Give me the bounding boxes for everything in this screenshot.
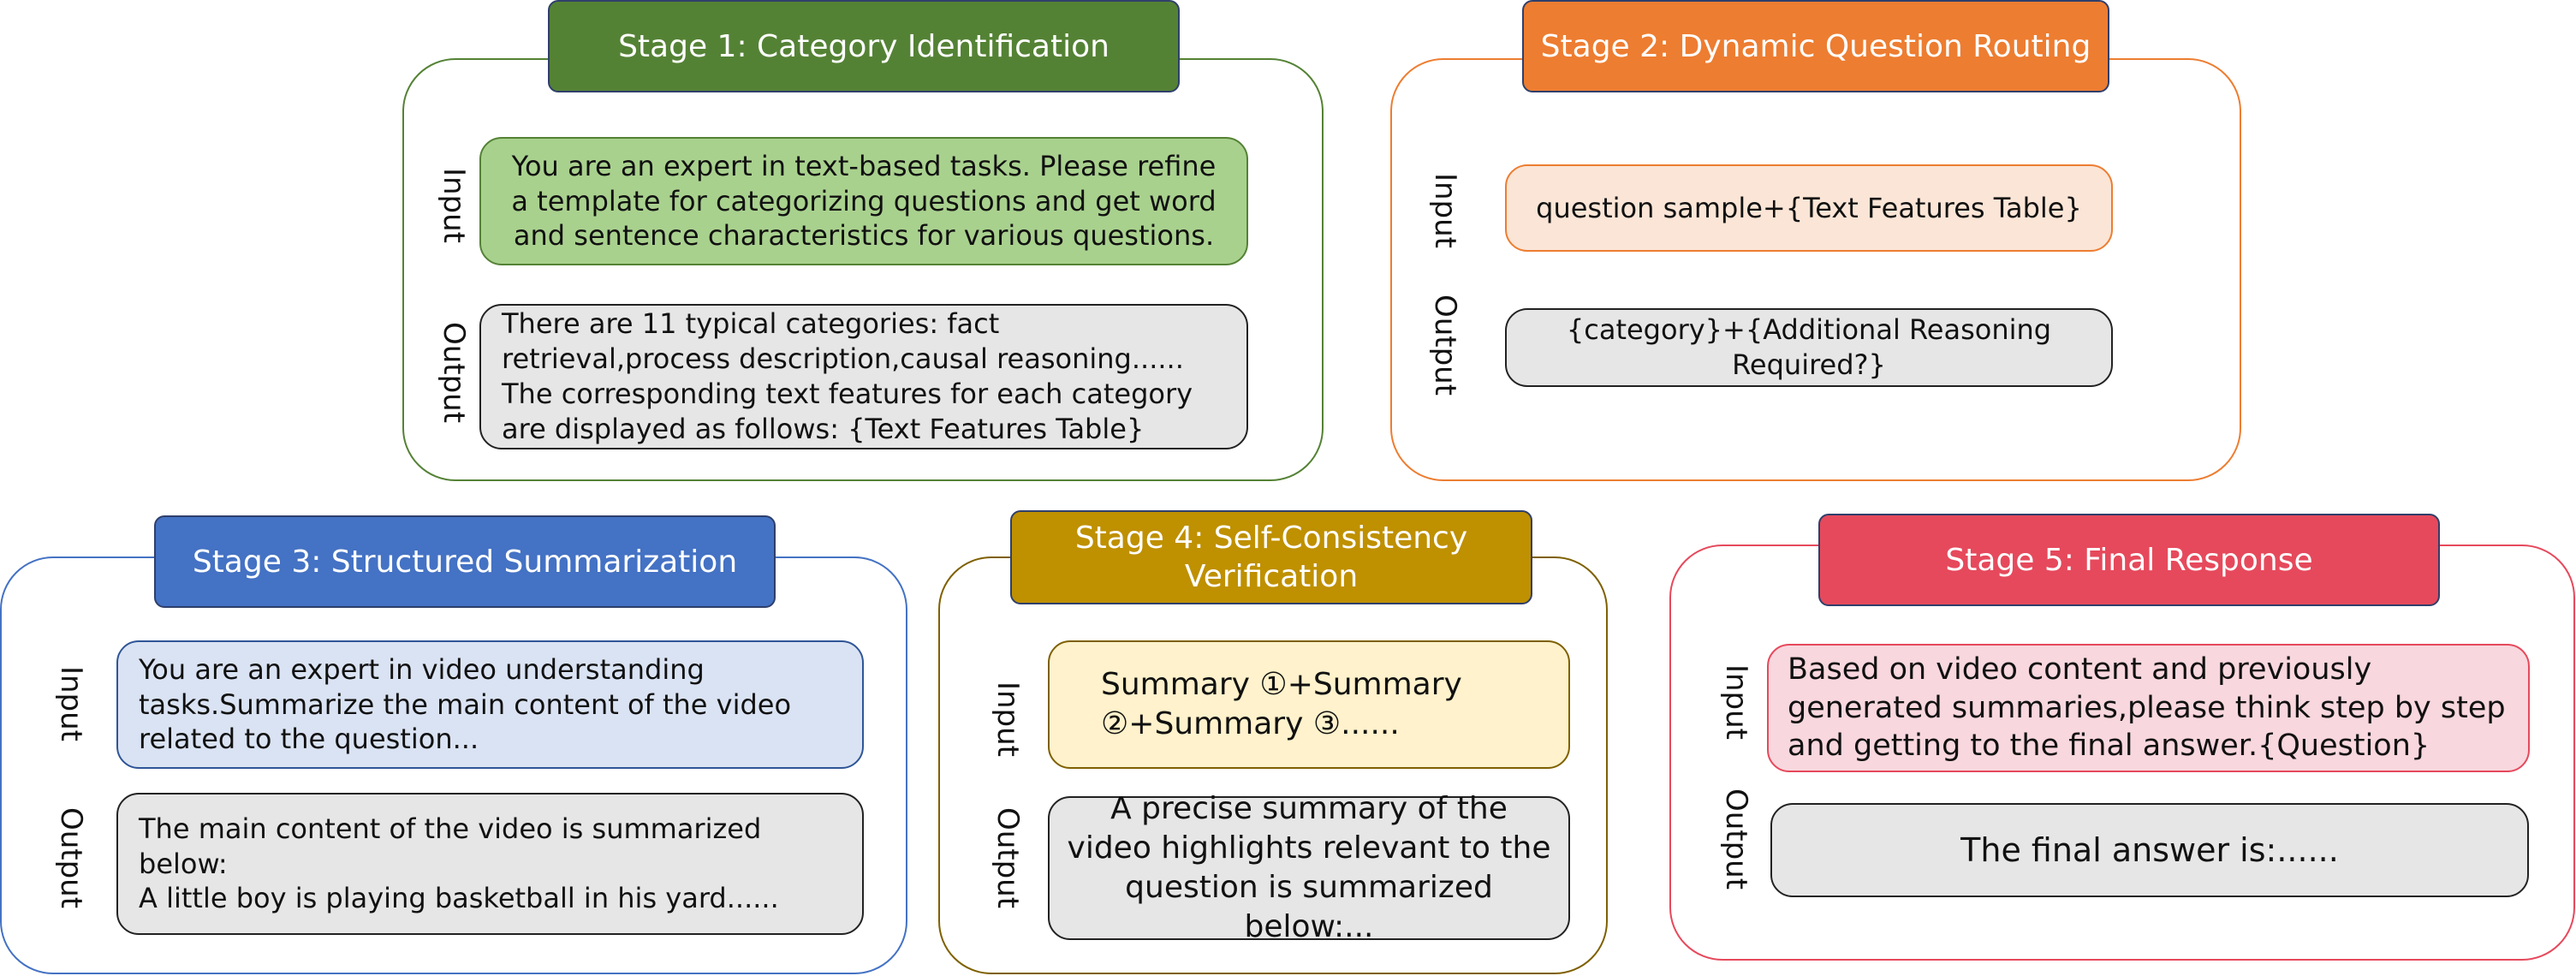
stage-5-title: Stage 5: Final Response: [1818, 514, 2440, 606]
stage-4-output-label: Output: [991, 806, 1026, 909]
stage-1-input-box: You are an expert in text-based tasks. P…: [479, 137, 1248, 265]
stage-3-output-label: Output: [54, 806, 89, 909]
stage-2-output-label: Output: [1428, 294, 1463, 396]
stage-4-output-box: A precise summary of the video highlight…: [1048, 791, 1570, 944]
stage-4-input-label: Input: [991, 681, 1026, 758]
stage-5-input-box: Based on video content and previously ge…: [1767, 644, 2530, 772]
stage-3-title: Stage 3: Structured Summarization: [154, 515, 776, 608]
stage-4-title: Stage 4: Self-Consistency Verification: [1010, 510, 1532, 604]
stage-2-panel: [1390, 58, 2241, 481]
stage-3-input-label: Input: [54, 665, 89, 742]
stage-2-title: Stage 2: Dynamic Question Routing: [1522, 0, 2109, 92]
stage-5-output-label: Output: [1719, 788, 1754, 890]
stage-3-input-box: You are an expert in video understanding…: [116, 640, 864, 769]
stage-2-input-box: question sample+{Text Features Table}: [1505, 164, 2113, 252]
stage-2-output-box: {category}+{Additional Reasoning Require…: [1505, 308, 2113, 387]
stage-5-input-label: Input: [1719, 664, 1754, 741]
stage-3-output-box: The main content of the video is summari…: [116, 793, 864, 935]
stage-1-title: Stage 1: Category Identification: [548, 0, 1180, 92]
stage-4-input-box: Summary ①+Summary ②+Summary ③......: [1048, 640, 1570, 769]
stage-1-output-label: Output: [437, 321, 472, 424]
stage-2-input-label: Input: [1428, 172, 1463, 249]
stage-1-input-label: Input: [437, 167, 472, 244]
stage-5-output-box: The final answer is:......: [1770, 803, 2529, 897]
stage-1-output-box: There are 11 typical categories: fact re…: [479, 304, 1248, 449]
